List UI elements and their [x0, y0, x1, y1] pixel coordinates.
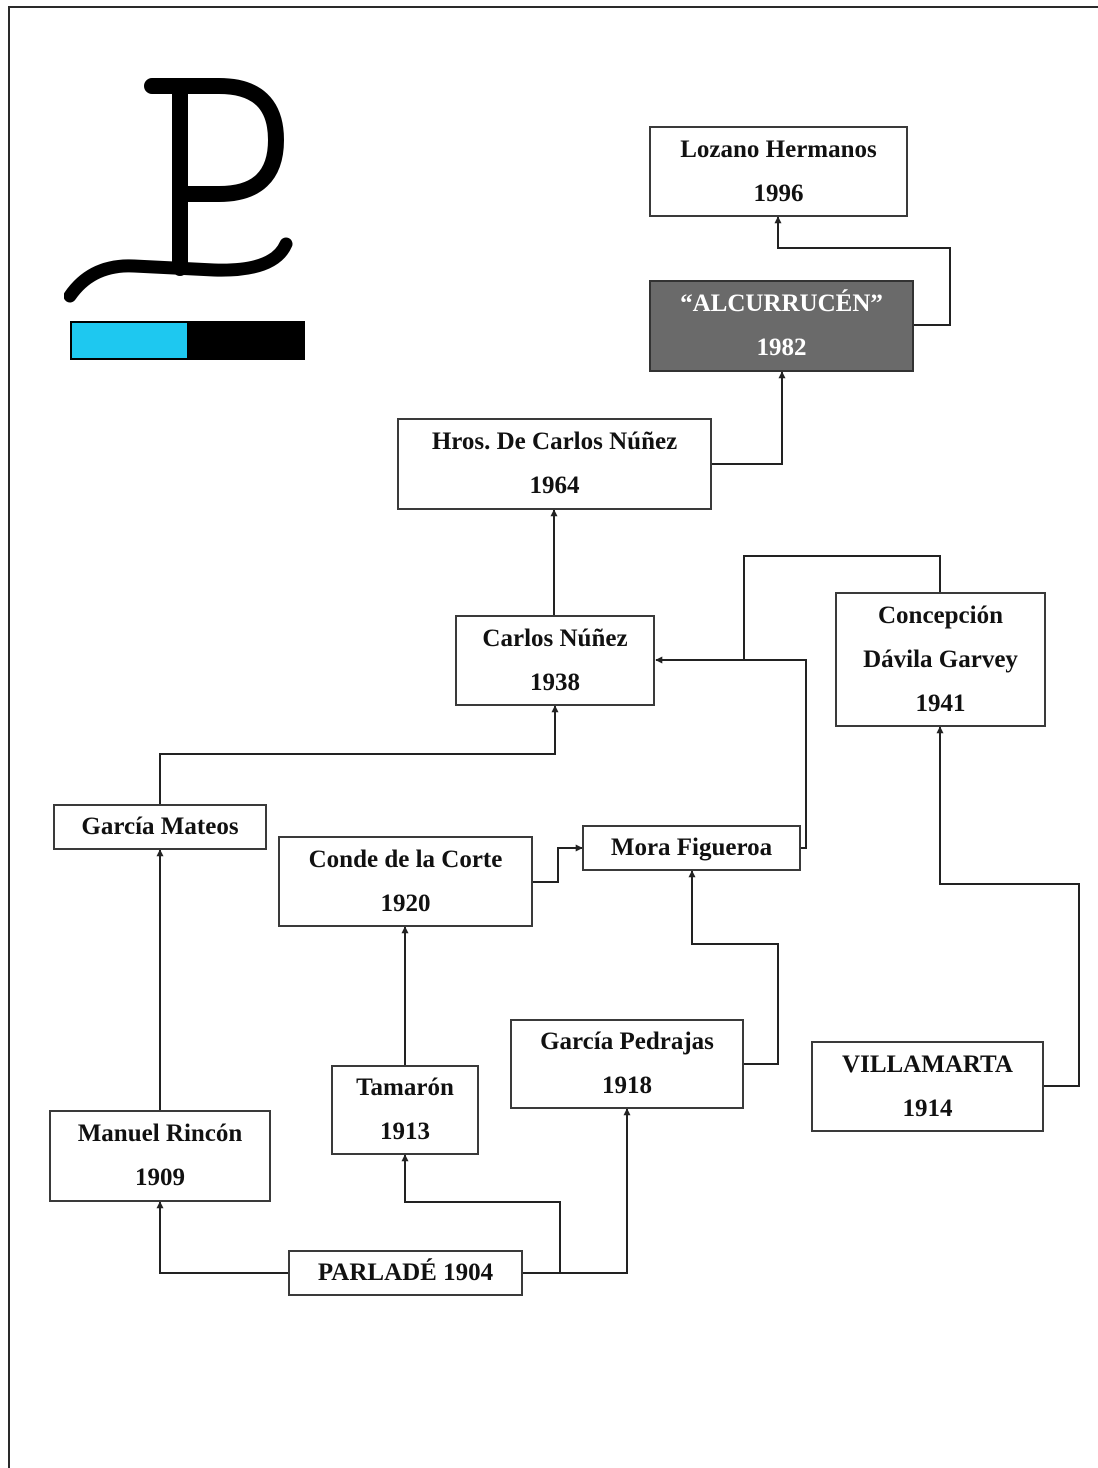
link-conde-to-mora [533, 844, 583, 883]
logo-bar-black [187, 322, 304, 359]
node-conde-de-la-corte: Conde de la Corte 1920 [278, 836, 533, 927]
page-border-left [8, 6, 10, 1468]
link-garcia-mateos-to-carlos [159, 705, 559, 804]
link-garcia-pedrajas-to-mora [688, 870, 779, 1065]
node-name: Tamarón [356, 1074, 454, 1101]
node-villamarta: VILLAMARTA 1914 [811, 1041, 1044, 1132]
node-year: 1920 [380, 889, 431, 917]
link-parlade-to-rincon [156, 1201, 288, 1274]
node-name: Conde de la Corte [308, 845, 503, 873]
node-year: 1996 [753, 179, 804, 207]
link-hros-to-alcurrucen [711, 371, 786, 465]
link-villamarta-to-concepcion [936, 726, 1080, 1087]
node-year: 1941 [915, 689, 966, 717]
node-manuel-rincon: Manuel Rincón 1909 [49, 1110, 271, 1202]
node-concepcion-davila-garvey: Concepción Dávila Garvey 1941 [835, 592, 1046, 727]
node-name: García Mateos [81, 813, 239, 840]
node-hros-de-carlos-nunez: Hros. De Carlos Núñez 1964 [397, 418, 712, 510]
link-parlade-to-garcia-pedrajas [560, 1108, 631, 1274]
node-name: Carlos Núñez [482, 624, 628, 652]
link-concepcion-to-carlos [743, 555, 941, 660]
node-year: 1964 [529, 472, 580, 499]
node-name: Lozano Hermanos [680, 135, 877, 163]
node-name: García Pedrajas [540, 1028, 714, 1055]
page-border-top [8, 6, 1098, 8]
node-year: 1913 [380, 1118, 430, 1145]
node-parlade: PARLADÉ 1904 [288, 1250, 523, 1296]
node-name-line-1: Concepción [878, 601, 1003, 629]
node-year: 1938 [530, 668, 580, 696]
node-name: Mora Figueroa [610, 834, 773, 861]
node-name-line-2: Dávila Garvey [863, 645, 1018, 673]
logo-bar-blue [71, 322, 187, 359]
node-tamaron: Tamarón 1913 [331, 1065, 479, 1155]
node-year: 1909 [135, 1164, 185, 1191]
node-name: Hros. De Carlos Núñez [431, 428, 678, 455]
node-year: 1918 [602, 1072, 652, 1099]
node-mora-figueroa: Mora Figueroa [582, 825, 801, 871]
link-alcurrucen-to-lozano [774, 216, 951, 326]
node-garcia-pedrajas: García Pedrajas 1918 [510, 1019, 744, 1109]
node-garcia-mateos: García Mateos [53, 804, 267, 850]
node-name: Manuel Rincón [77, 1120, 243, 1147]
node-name: “ALCURRUCÉN” [680, 290, 883, 317]
pl-logo [64, 78, 305, 360]
node-name: VILLAMARTA [842, 1050, 1013, 1078]
node-name: PARLADÉ 1904 [317, 1259, 494, 1286]
link-mora-to-carlos [655, 656, 807, 849]
node-carlos-nunez: Carlos Núñez 1938 [455, 615, 655, 706]
link-parlade-to-tamaron [401, 1154, 561, 1274]
node-lozano-hermanos: Lozano Hermanos 1996 [649, 126, 908, 217]
pl-monogram-icon [64, 78, 293, 303]
node-year: 1982 [756, 334, 807, 361]
node-alcurrucen: “ALCURRUCÉN” 1982 [649, 280, 914, 372]
node-year: 1914 [902, 1094, 953, 1122]
